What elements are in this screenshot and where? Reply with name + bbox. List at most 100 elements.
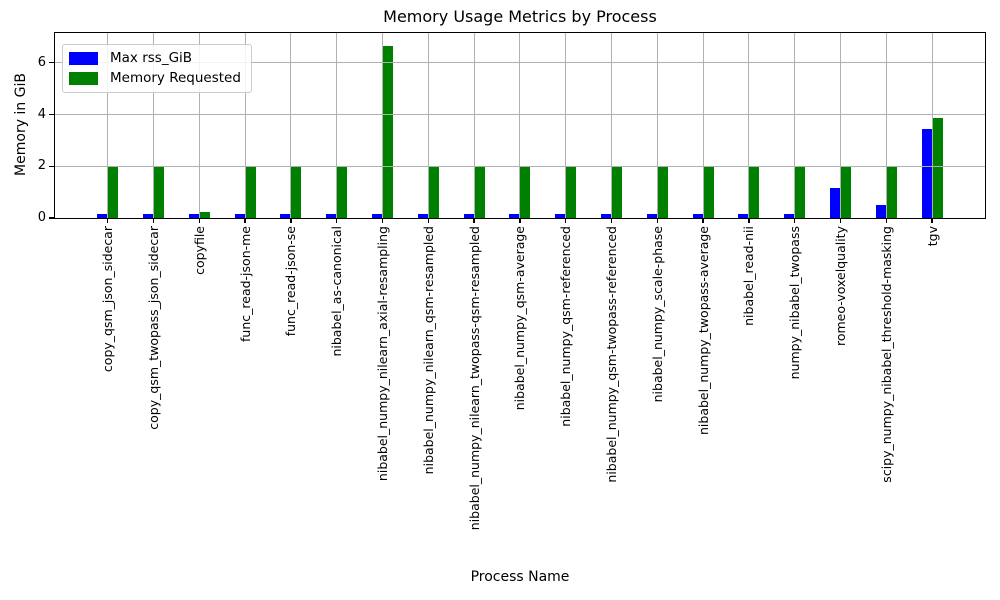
- x-axis-label: Process Name: [470, 569, 570, 585]
- bar-max-rss-5: [326, 214, 337, 218]
- x-tick-label-4: func_read-json-se: [283, 226, 299, 337]
- gridline-v-13: [702, 33, 704, 218]
- gridline-v-3: [244, 33, 246, 218]
- gridline-v-11: [611, 33, 612, 218]
- bar-memory-requested-4: [290, 166, 302, 218]
- bar-max-rss-1: [143, 214, 154, 218]
- x-tick-label-13: nibabel_numpy_twopass-average: [695, 226, 711, 436]
- bar-max-rss-0: [97, 214, 108, 218]
- legend-item-memory-requested: Memory Requested: [69, 71, 241, 86]
- bar-memory-requested-14: [748, 166, 760, 218]
- plot-area: Max rss_GiB Memory Requested: [55, 33, 985, 218]
- x-tick-label-11: nibabel_numpy_qsm-twopass-referenced: [604, 226, 619, 483]
- x-tick-10: [565, 218, 567, 223]
- x-tick-13: [702, 218, 704, 223]
- x-tick-label-2: copyfile: [191, 226, 207, 275]
- x-tick-15: [794, 218, 796, 223]
- gridline-v-1: [153, 33, 154, 218]
- axis-spine-left: [53, 31, 55, 220]
- gridline-v-17: [885, 33, 887, 218]
- x-tick-label-6: nibabel_numpy_nilearn_axial-resampling: [375, 226, 390, 482]
- bar-memory-requested-2: [199, 211, 210, 218]
- x-tick-11: [610, 218, 613, 223]
- bar-max-rss-4: [280, 214, 291, 218]
- bar-memory-requested-8: [474, 166, 485, 218]
- bar-max-rss-10: [555, 214, 566, 218]
- y-tick-label-0: 0: [37, 210, 46, 225]
- x-tick-label-17: scipy_numpy_nibabel_threshold-masking: [878, 226, 894, 483]
- bar-memory-requested-3: [245, 166, 256, 218]
- bar-max-rss-17: [875, 205, 887, 218]
- x-tick-4: [290, 218, 292, 223]
- x-tick-label-14: nibabel_read-nii: [741, 226, 757, 326]
- x-tick-17: [885, 218, 887, 223]
- bar-memory-requested-11: [611, 166, 622, 218]
- legend-label-memory-requested: Memory Requested: [110, 70, 241, 86]
- x-tick-label-10: nibabel_numpy_qsm-referenced: [558, 226, 574, 427]
- legend-swatch-memory-requested-icon: [69, 72, 98, 85]
- gridline-v-9: [519, 33, 521, 218]
- bar-max-rss-16: [830, 188, 841, 218]
- gridline-v-4: [290, 33, 292, 218]
- gridline-v-18: [931, 33, 933, 218]
- bar-max-rss-15: [784, 214, 795, 218]
- gridline-v-14: [748, 33, 750, 218]
- bar-memory-requested-6: [382, 45, 393, 218]
- gridline-v-2: [198, 33, 200, 218]
- bar-max-rss-18: [921, 128, 933, 218]
- bar-memory-requested-0: [107, 166, 119, 218]
- gridline-v-10: [565, 33, 567, 218]
- y-tick-label-2: 2: [37, 158, 46, 174]
- x-tick-2: [198, 218, 200, 223]
- y-tick-label-6: 6: [37, 54, 46, 70]
- bar-memory-requested-16: [840, 166, 851, 218]
- gridline-v-6: [382, 33, 383, 218]
- y-tick-label-4: 4: [37, 106, 46, 122]
- x-tick-1: [152, 218, 155, 223]
- gridline-v-15: [794, 33, 796, 218]
- x-tick-3: [244, 218, 246, 223]
- bar-memory-requested-17: [886, 166, 897, 218]
- x-tick-label-3: func_read-json-me: [237, 226, 253, 342]
- x-tick-label-12: nibabel_numpy_scale-phase: [649, 226, 665, 403]
- bar-max-rss-2: [188, 214, 200, 218]
- x-tick-label-5: nibabel_as-canonical: [329, 226, 345, 357]
- bar-memory-requested-1: [153, 166, 164, 218]
- bar-max-rss-8: [463, 214, 475, 218]
- bar-max-rss-12: [646, 214, 658, 218]
- bar-memory-requested-13: [703, 166, 714, 218]
- bar-max-rss-6: [372, 214, 383, 218]
- x-tick-label-9: nibabel_numpy_qsm-average: [512, 226, 528, 411]
- x-tick-label-16: romeo-voxelquality: [833, 226, 848, 347]
- bar-memory-requested-15: [794, 166, 806, 218]
- y-tick-6: [48, 62, 54, 64]
- gridline-v-12: [656, 33, 658, 218]
- x-tick-0: [107, 218, 109, 223]
- x-tick-5: [336, 218, 338, 223]
- gridline-v-8: [473, 33, 475, 218]
- bar-max-rss-14: [738, 214, 749, 218]
- gridline-v-0: [107, 33, 109, 218]
- legend: Max rss_GiB Memory Requested: [62, 44, 252, 93]
- gridline-v-5: [336, 33, 338, 218]
- x-tick-label-15: numpy_nibabel_twopass: [787, 226, 803, 380]
- x-tick-6: [381, 218, 384, 223]
- x-tick-7: [427, 218, 429, 223]
- x-tick-label-7: nibabel_numpy_nilearn_qsm-resampled: [420, 226, 436, 475]
- gridline-v-16: [840, 33, 841, 218]
- bar-memory-requested-5: [336, 166, 348, 218]
- bar-max-rss-3: [234, 214, 246, 218]
- x-tick-16: [839, 218, 842, 223]
- gridline-v-7: [427, 33, 429, 218]
- bar-max-rss-11: [601, 214, 612, 218]
- x-tick-label-0: copy_qsm_json_sidecar: [100, 226, 116, 373]
- bar-max-rss-9: [509, 214, 520, 218]
- y-tick-0: [48, 217, 54, 219]
- bar-memory-requested-9: [519, 166, 531, 218]
- x-tick-label-8: nibabel_numpy_nilearn_twopass-qsm-resamp…: [466, 226, 482, 531]
- bar-memory-requested-7: [428, 166, 439, 218]
- bar-memory-requested-12: [657, 166, 668, 218]
- bar-max-rss-7: [417, 214, 429, 218]
- axis-spine-top: [53, 31, 987, 33]
